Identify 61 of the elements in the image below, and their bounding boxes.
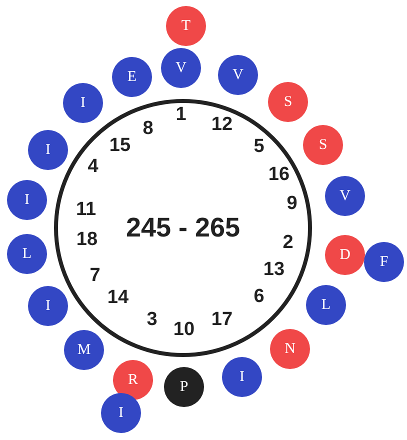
residue-number: 15 (109, 135, 131, 157)
residue-circle (7, 234, 47, 274)
residue-letter: L (22, 246, 32, 262)
residue-number: 13 (263, 259, 285, 281)
residue-letter: I (24, 192, 30, 208)
residue-circle (218, 55, 258, 95)
residue-letter: V (340, 188, 350, 204)
residue-number: 8 (142, 118, 154, 140)
residue-circle (7, 180, 47, 220)
residue-number: 6 (254, 286, 264, 308)
residue-circle (325, 176, 365, 216)
residue-number: 7 (90, 265, 100, 287)
residue-letter: S (318, 136, 328, 154)
residue-letter: M (77, 342, 91, 358)
residue-number: 10 (173, 319, 195, 341)
residue-letter: N (284, 340, 296, 358)
residue-letter: I (118, 404, 124, 422)
residue-circle (364, 242, 404, 282)
residue-letter: I (46, 298, 50, 314)
residue-circle (325, 235, 365, 275)
residue-number: 1 (176, 104, 186, 126)
residue-circle (28, 286, 68, 326)
residue-number: 17 (211, 309, 233, 331)
residue-letter: P (180, 378, 188, 396)
residue-number: 14 (107, 287, 129, 309)
residue-letter: I (80, 94, 86, 112)
residue-letter: F (380, 254, 388, 270)
residue-letter: L (321, 296, 331, 314)
residue-letter: S (284, 94, 292, 110)
residue-circle (28, 130, 68, 170)
residue-circle (166, 6, 206, 46)
residue-number: 12 (211, 114, 233, 136)
residue-letter: I (240, 368, 244, 386)
residue-circle (63, 83, 103, 123)
residue-circle (101, 393, 141, 433)
residue-letter: T (181, 18, 191, 34)
residue-circle (112, 57, 152, 97)
residue-number: 11 (76, 199, 96, 221)
residue-range: 245 - 265 (126, 212, 240, 244)
residue-letter: E (127, 68, 137, 86)
residue-letter: R (128, 372, 138, 388)
residue-circle (64, 330, 104, 370)
residue-circle (164, 367, 204, 407)
residue-number: 9 (286, 193, 298, 215)
residue-circle (270, 329, 310, 369)
residue-number: 18 (76, 229, 98, 251)
residue-number: 16 (268, 164, 290, 186)
residue-circle (306, 285, 346, 325)
residue-circle (222, 357, 262, 397)
residue-number: 3 (146, 309, 158, 331)
residue-circle (303, 125, 343, 165)
residue-number: 2 (282, 232, 294, 254)
residue-letter: V (176, 60, 186, 76)
residue-circle (268, 82, 308, 122)
residue-letter: D (340, 246, 350, 264)
residue-circle (113, 360, 153, 400)
residue-letter: V (232, 66, 244, 84)
residue-letter: I (46, 142, 50, 158)
residue-circle (161, 48, 201, 88)
residue-number: 5 (254, 136, 264, 158)
residue-number: 4 (88, 156, 98, 178)
